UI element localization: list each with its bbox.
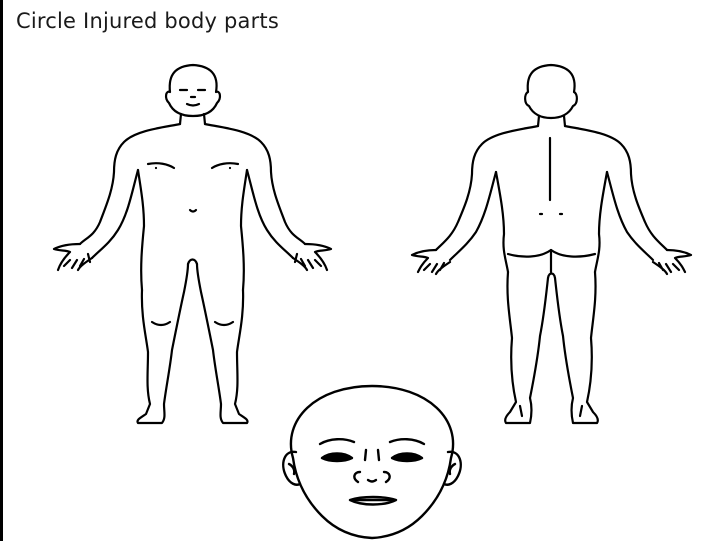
head-face-icon[interactable] [0, 0, 720, 541]
